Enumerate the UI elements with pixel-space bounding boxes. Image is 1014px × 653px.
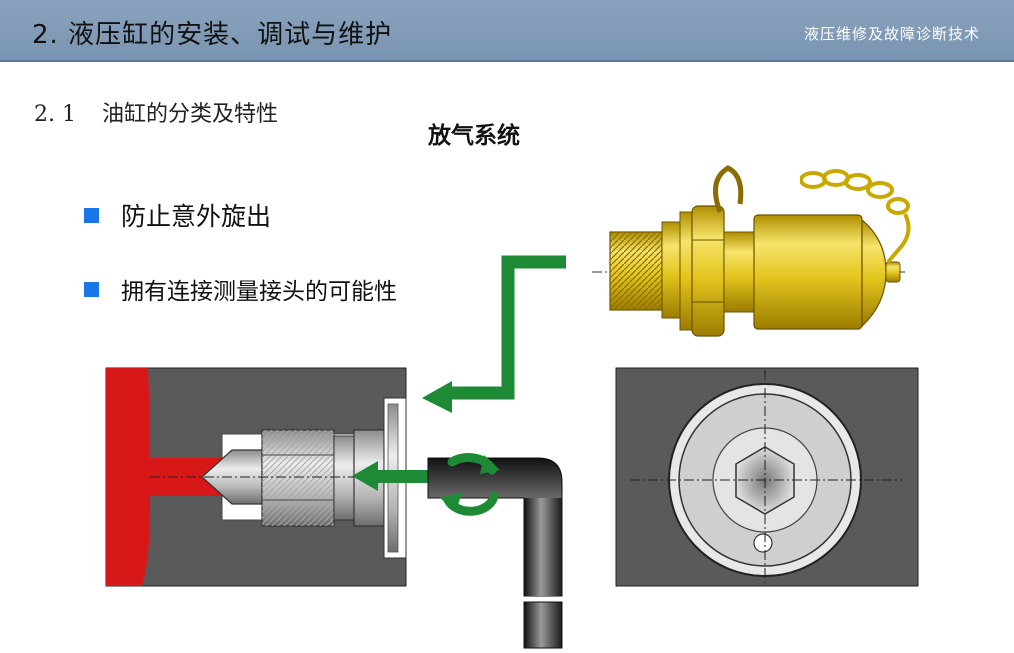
bullet-item: 拥有连接测量接头的可能性 — [84, 270, 397, 308]
header-bar: 2. 液压缸的安装、调试与维护 液压维修及故障诊断技术 — [0, 0, 1014, 62]
section-title: 油缸的分类及特性 — [101, 102, 278, 127]
bullet-list: 防止意外旋出 拥有连接测量接头的可能性 — [84, 196, 397, 344]
bullet-marker-icon — [84, 207, 99, 223]
diagram-title: 放气系统 — [428, 122, 520, 149]
section-number: 2. 1 — [34, 102, 76, 127]
redirect-arrow-icon — [422, 255, 566, 413]
bullet-item: 防止意外旋出 — [84, 196, 397, 234]
slide-title: 2. 液压缸的安装、调试与维护 — [32, 20, 393, 50]
course-title: 液压维修及故障诊断技术 — [803, 25, 980, 43]
insert-arrow-icon — [352, 461, 430, 491]
hex-key-icon — [427, 457, 563, 649]
bullet-marker-icon — [84, 281, 99, 297]
bullet-text: 拥有连接测量接头的可能性 — [121, 279, 397, 305]
section-heading: 2. 1 油缸的分类及特性 — [34, 96, 278, 128]
bullet-text: 防止意外旋出 — [121, 202, 272, 231]
brass-fitting-with-chain-icon — [592, 160, 911, 337]
hex-socket-top-view-icon — [615, 367, 919, 587]
